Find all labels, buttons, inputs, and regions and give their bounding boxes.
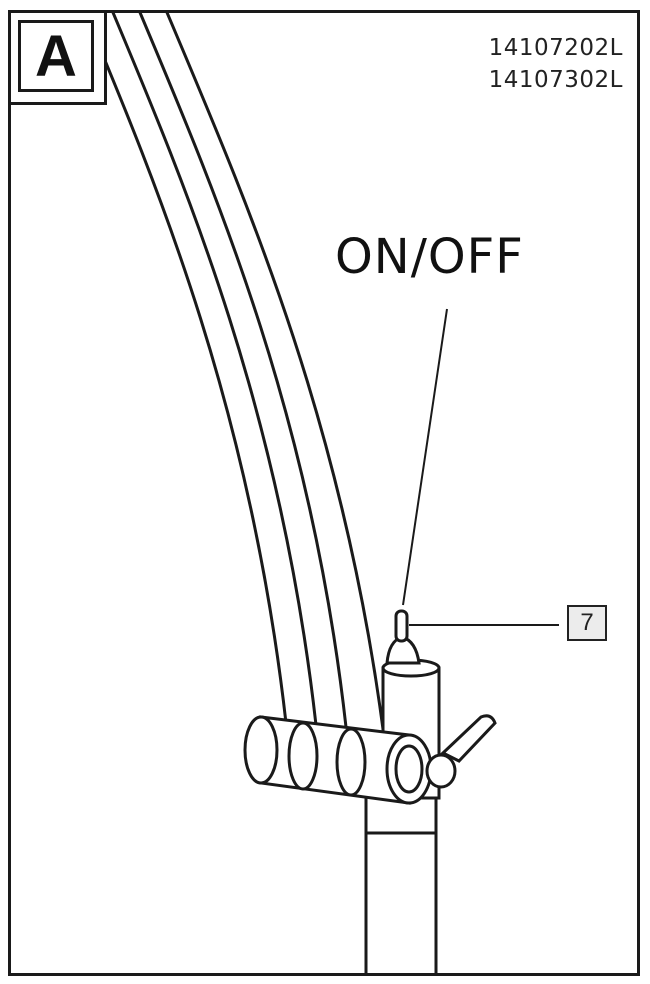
model-number: 14107202L xyxy=(488,35,623,61)
clamp-ring-inner xyxy=(394,744,424,794)
diagram-frame: A 14107202L 14107302L ON/OFF 7 xyxy=(8,10,640,976)
step-letter: A xyxy=(18,20,94,92)
clamp-segment xyxy=(335,727,367,797)
screw-handle xyxy=(440,714,497,763)
clamp-segment xyxy=(287,721,319,791)
arm-tube-line xyxy=(83,13,288,725)
switch-leader-line xyxy=(402,308,448,606)
part-number-callout: 7 xyxy=(567,605,607,641)
clamp-end-left xyxy=(243,715,279,785)
switch-toggle xyxy=(394,609,409,643)
screw-knob xyxy=(425,753,457,789)
arm-tube-line xyxy=(111,13,318,727)
model-number: 14107302L xyxy=(488,67,623,93)
step-marker: A xyxy=(11,13,107,105)
lamp-drawing xyxy=(83,13,559,973)
arm-tube-line xyxy=(138,13,348,729)
switch-label: ON/OFF xyxy=(335,229,524,285)
arm-tube-line xyxy=(165,13,385,731)
